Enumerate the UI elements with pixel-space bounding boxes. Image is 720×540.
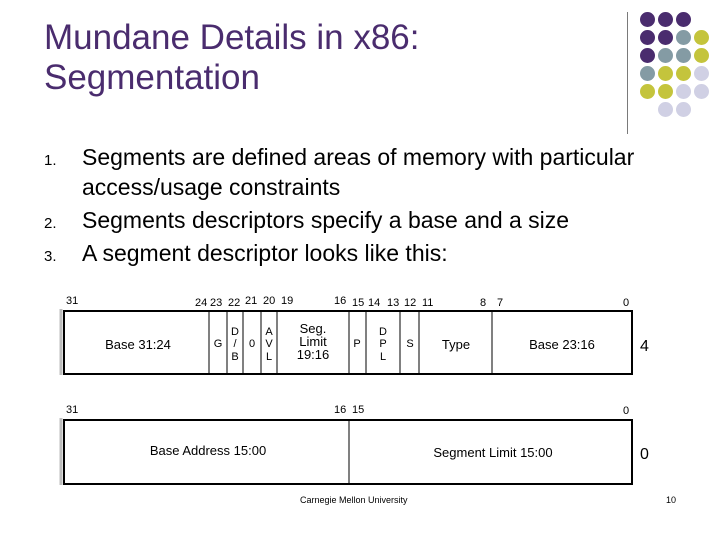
- vertical-divider: [627, 12, 628, 134]
- field-dpl-l: L: [380, 351, 386, 363]
- bit-label: 19: [281, 295, 293, 307]
- bullet-item: 2. Segments descriptors specify a base a…: [44, 205, 644, 235]
- field-zero: 0: [249, 338, 255, 350]
- decor-dot: [658, 48, 673, 63]
- bit-label: 12: [404, 297, 416, 309]
- field-avl-l: L: [266, 351, 272, 363]
- decor-dot: [640, 66, 655, 81]
- field-base-23-16: Base 23:16: [529, 337, 595, 352]
- field-dpl-p: P: [379, 338, 386, 350]
- field-base-address-15-00: Base Address 15:00: [150, 443, 266, 458]
- decor-dot: [640, 48, 655, 63]
- field-base-31-24: Base 31:24: [105, 337, 171, 352]
- decorative-dot-grid: [0, 0, 720, 140]
- field-seglimit-line1: Seg.: [300, 321, 327, 336]
- field-segment-limit-15-00: Segment Limit 15:00: [433, 445, 552, 460]
- bit-label: 24: [195, 297, 207, 309]
- bit-label: 0: [623, 297, 629, 309]
- decor-dot: [676, 48, 691, 63]
- field-db-b: B: [231, 351, 238, 363]
- descriptor-high-dividers: [208, 311, 493, 374]
- decor-dot: [676, 66, 691, 81]
- decor-dot: [658, 102, 673, 117]
- bit-label: 22: [228, 297, 240, 309]
- bit-label: 8: [480, 297, 486, 309]
- bit-label: 21: [245, 295, 257, 307]
- field-db-slash: /: [233, 338, 237, 350]
- field-dpl-d: D: [379, 326, 387, 338]
- field-g: G: [214, 338, 223, 350]
- decor-dot: [676, 12, 691, 27]
- bullet-list: 1. Segments are defined areas of memory …: [44, 142, 644, 271]
- bullet-text: Segments are defined areas of memory wit…: [82, 144, 635, 200]
- decor-dot: [676, 30, 691, 45]
- field-seglimit-line3: 19:16: [297, 347, 330, 362]
- bit-label: 11: [422, 297, 433, 309]
- bullet-number: 2.: [44, 215, 57, 232]
- descriptor-low-bit-labels: 31 16 15 0: [66, 404, 629, 417]
- decor-dot: [694, 48, 709, 63]
- footer-text: Carnegie Mellon University: [300, 495, 408, 505]
- field-avl-a: A: [265, 326, 273, 338]
- field-seglimit-line2: Limit: [299, 334, 327, 349]
- descriptor-high-offset: 4: [640, 338, 649, 355]
- decor-dot: [640, 12, 655, 27]
- bit-label: 31: [66, 295, 78, 307]
- bit-label: 0: [623, 405, 629, 417]
- decor-dot: [658, 66, 673, 81]
- bit-label: 31: [66, 404, 78, 416]
- bullet-text: A segment descriptor looks like this:: [82, 240, 448, 266]
- bullet-number: 1.: [44, 152, 57, 169]
- decor-dot: [694, 66, 709, 81]
- bit-label: 16: [334, 295, 346, 307]
- page-number: 10: [666, 495, 677, 505]
- decor-dot: [658, 84, 673, 99]
- descriptor-high-bit-labels: 31 24 23 22 21 20 19 16 15 14 13 12 11 8…: [66, 295, 629, 309]
- decor-dot: [676, 102, 691, 117]
- descriptor-low-offset: 0: [640, 446, 649, 463]
- field-s: S: [406, 338, 413, 350]
- field-type: Type: [442, 337, 470, 352]
- bit-label: 14: [368, 297, 380, 309]
- decor-dot: [658, 12, 673, 27]
- bullet-item: 1. Segments are defined areas of memory …: [44, 142, 644, 202]
- bit-label: 13: [387, 297, 399, 309]
- bit-label: 15: [352, 297, 364, 309]
- decor-dot: [658, 30, 673, 45]
- decor-dot: [676, 84, 691, 99]
- bullet-item: 3. A segment descriptor looks like this:: [44, 238, 644, 268]
- bullet-text: Segments descriptors specify a base and …: [82, 207, 570, 233]
- field-avl-v: V: [265, 338, 273, 350]
- bit-label: 20: [263, 295, 275, 307]
- field-db-d: D: [231, 326, 239, 338]
- bullet-number: 3.: [44, 248, 57, 265]
- decor-dot: [640, 30, 655, 45]
- bit-label: 23: [210, 297, 222, 309]
- field-p: P: [353, 338, 360, 350]
- slide-title: Mundane Details in x86: Segmentation: [44, 18, 420, 97]
- decor-dot: [694, 84, 709, 99]
- descriptor-high-box: [63, 310, 633, 375]
- decor-dot: [694, 30, 709, 45]
- descriptor-low-box: [63, 419, 633, 485]
- descriptor-high-fields: Base 31:24 G D / B 0 A V L Seg. Limit 19…: [105, 321, 595, 363]
- decor-dot: [640, 84, 655, 99]
- bit-label: 7: [497, 297, 503, 309]
- bit-label: 15: [352, 404, 364, 416]
- bit-label: 16: [334, 404, 346, 416]
